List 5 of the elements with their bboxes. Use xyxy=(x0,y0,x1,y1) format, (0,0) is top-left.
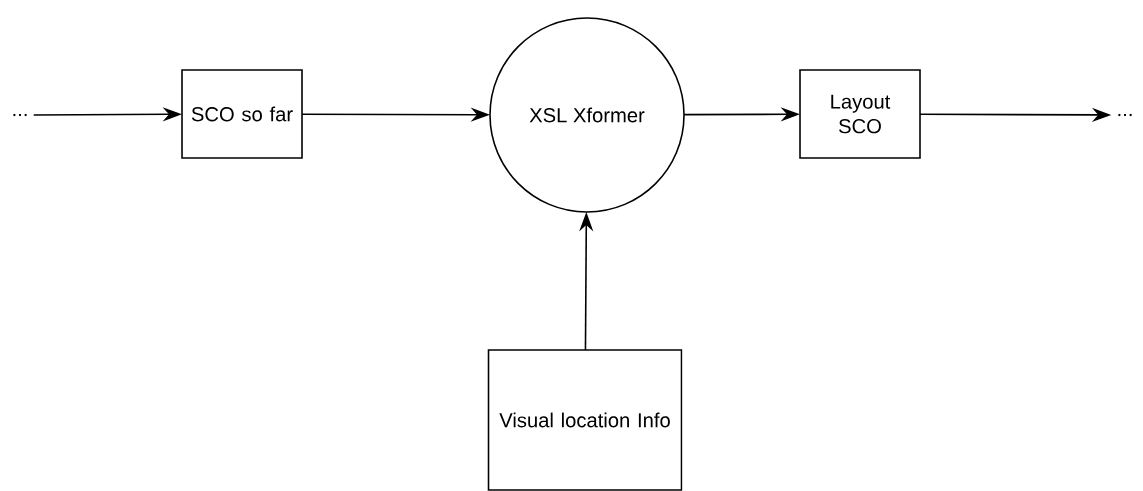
process-box: Layout SCO xyxy=(799,69,921,159)
ellipsis-text: ... xyxy=(13,113,27,117)
process-box: Visual location Info xyxy=(487,349,683,491)
process-box: SCO so far xyxy=(181,69,303,159)
ellipsis-text: ... xyxy=(1118,113,1132,117)
